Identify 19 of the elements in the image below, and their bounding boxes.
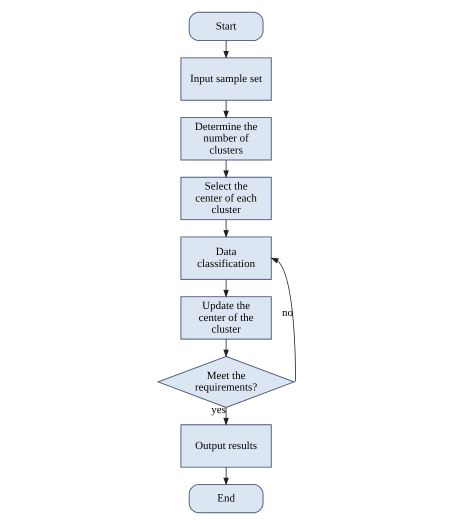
node-box: Data classification [180,236,272,280]
node-box: Update the center of the cluster [180,296,272,340]
arrow [223,279,229,298]
arrow [223,40,229,59]
edge-label: no [282,307,294,320]
arrow [223,338,229,358]
node-box: End [188,484,264,514]
node-diamond: Meet the requirements? [156,356,296,408]
arrow [223,466,229,486]
node-box: Determine the number of clusters [180,117,272,160]
arrow [223,220,229,238]
node-box: Output results [180,424,272,468]
arrow [223,100,229,119]
node-box: Start [188,12,264,42]
arrow [223,407,229,426]
node-box: Input sample set [180,57,272,101]
arrow [270,258,296,382]
arrow [223,160,229,178]
node-box: Select the center of each cluster [180,176,272,220]
